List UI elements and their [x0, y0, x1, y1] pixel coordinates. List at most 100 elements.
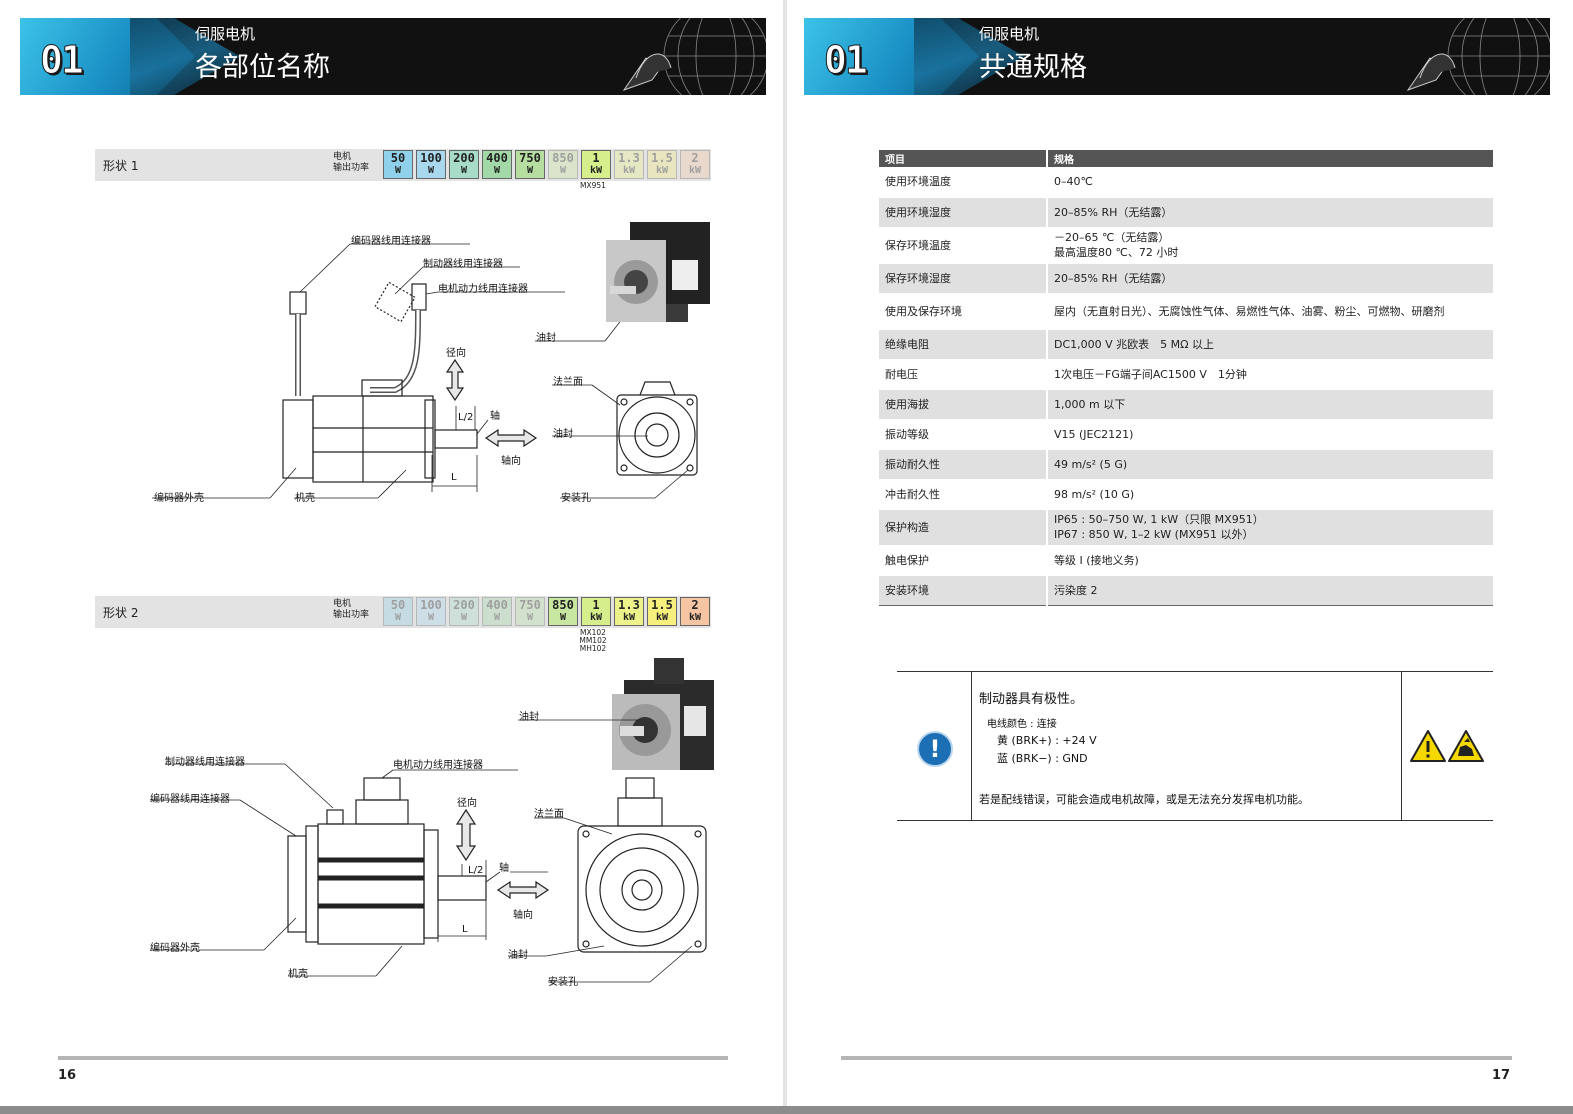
shape2-oil-seal-top-label: 油封	[519, 712, 539, 723]
globe-graphic-icon	[622, 18, 766, 95]
motor-photo-shape1	[606, 222, 710, 322]
notice-line-yellow: 黄 (BRK+) : +24 V	[997, 734, 1097, 747]
shape2-mount-hole-label: 安装孔	[548, 977, 578, 988]
shape2-oil-seal-front-label: 油封	[508, 950, 528, 961]
globe-graphic-icon	[1406, 18, 1550, 95]
right-page: 01 伺服电机 共通规格 项目 规格 使用环境温	[787, 0, 1573, 1106]
shape2-flange-label: 法兰面	[534, 809, 564, 820]
warning-icons	[1410, 730, 1484, 762]
chapter-number: 01	[824, 38, 869, 83]
table-row: 保存环境温度－20–65 ℃（无结露）最高温度80 ℃、72 小时	[879, 227, 1493, 264]
shape2-power-connector-label: 电机动力线用连接器	[393, 760, 483, 771]
shape1-flange-label: 法兰面	[553, 377, 583, 388]
header-item: 项目	[879, 150, 1048, 167]
shape1-brake-connector-label: 制动器线用连接器	[423, 259, 503, 270]
shape1-half-l-label: L/2	[458, 412, 474, 423]
shape1-models: MX951	[580, 181, 606, 190]
bottom-edge	[0, 1106, 1573, 1114]
shape2-radial-label: 径向	[457, 798, 477, 809]
shape2-housing-label: 机壳	[288, 969, 308, 980]
page-title: 各部位名称	[195, 52, 330, 83]
table-row: 触电保护等级 I (接地义务)	[879, 545, 1493, 576]
shape1-length-label: L	[451, 472, 457, 483]
shape1-oil-seal-front-label: 油封	[553, 429, 573, 440]
motor-photo-shape2	[612, 658, 714, 770]
shape1-encoder-case-label: 编码器外壳	[154, 493, 204, 504]
page-number: 16	[58, 1068, 77, 1083]
brake-polarity-notice: ! 制动器具有极性。 电线颜色 : 连接 黄 (BRK+) : +24 V 蓝 …	[897, 671, 1493, 821]
shape1-radial-label: 径向	[446, 348, 466, 359]
shaft-shape	[434, 429, 478, 449]
shape1-shaft-label: 轴	[490, 411, 500, 422]
shape1-diagram	[152, 222, 710, 499]
shape1-power-connector-label: 电机动力线用连接器	[438, 284, 528, 295]
shape1-mount-hole-label: 安装孔	[561, 493, 591, 504]
chapter-number: 01	[40, 38, 85, 83]
shape2-length-label: L	[462, 924, 468, 935]
footer-rule	[58, 1056, 728, 1060]
shape1-axial-label: 轴向	[501, 456, 521, 467]
section-subtitle: 伺服电机	[979, 25, 1040, 43]
shape2-label: 形状 2	[103, 606, 139, 620]
table-row: 使用及保存环境屋内（无直射日光）、无腐蚀性气体、易燃性气体、油雾、粉尘、可燃物、…	[879, 293, 1493, 330]
power-label: 电机 输出功率	[333, 152, 370, 173]
section-subtitle: 伺服电机	[195, 25, 256, 43]
notice-line-wire-color: 电线颜色 : 连接	[987, 719, 1057, 730]
shape2-axial-label: 轴向	[513, 910, 533, 921]
shape2-brake-connector-label: 制动器线用连接器	[165, 757, 245, 768]
shape2-encoder-case-label: 编码器外壳	[150, 943, 200, 954]
shape2-diagram	[150, 658, 714, 983]
table-row: 安装环境污染度 2	[879, 575, 1493, 606]
shape1-oil-seal-top-label: 油封	[536, 333, 556, 344]
chapter-banner: 01 伺服电机 各部位名称	[20, 18, 766, 95]
notice-title: 制动器具有极性。	[979, 692, 1084, 707]
shape2-half-l-label: L/2	[468, 865, 484, 876]
header-spec: 规格	[1047, 150, 1493, 167]
page-title: 共通规格	[979, 52, 1087, 83]
table-header-row: 项目 规格	[879, 150, 1493, 167]
shape1-encoder-connector-label: 编码器线用连接器	[351, 236, 431, 247]
notice-line-miswiring: 若是配线错误，可能会造成电机故障，或是无法充分发挥电机功能。	[979, 793, 1309, 806]
housing-shape	[312, 395, 434, 483]
shape1-housing-label: 机壳	[295, 493, 315, 504]
footer-rule	[841, 1056, 1512, 1060]
notice-line-blue: 蓝 (BRK−) : GND	[997, 752, 1088, 765]
info-exclamation-icon: !	[917, 731, 953, 767]
hand-injury-warning-icon	[1448, 730, 1484, 762]
shape2-encoder-connector-label: 编码器线用连接器	[150, 794, 230, 805]
caution-triangle-icon	[1410, 730, 1446, 762]
shape1-label: 形状 1	[103, 159, 139, 173]
